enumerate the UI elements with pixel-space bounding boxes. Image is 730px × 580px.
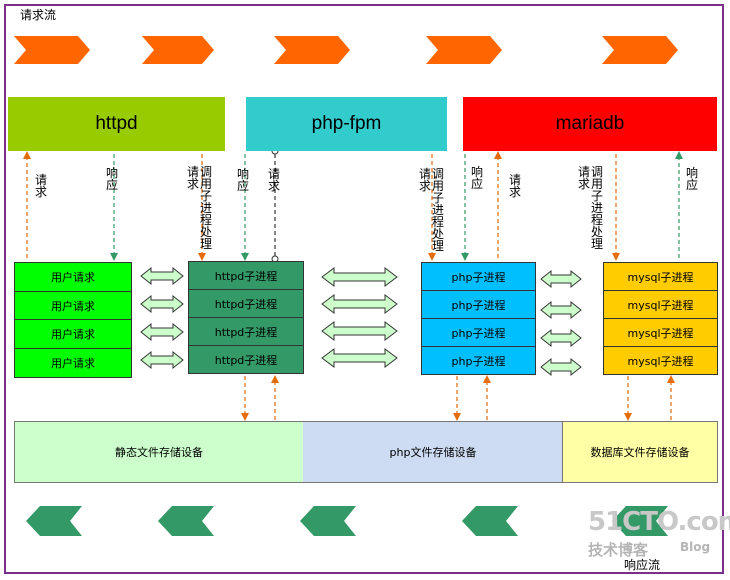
request-chevron <box>274 36 350 64</box>
request-label: 请求 <box>419 167 432 193</box>
php-storage: php文件存储设备 <box>303 421 563 483</box>
arrowhead <box>624 413 632 421</box>
php-child-cell: php子进程 <box>421 262 536 291</box>
arrowhead <box>241 253 249 261</box>
mysql-child-cell: mysql子进程 <box>603 290 718 319</box>
arrowhead <box>612 253 620 261</box>
bidirectional-arrow <box>140 322 184 342</box>
static-storage: 静态文件存储设备 <box>14 421 304 483</box>
call-child-label: 调用子进程处理 <box>432 167 445 253</box>
httpd-child-cell: httpd子进程 <box>188 261 304 290</box>
response-label: 响应 <box>471 165 484 191</box>
arrowhead <box>494 151 502 159</box>
arrowhead <box>23 151 31 159</box>
arrowhead <box>675 151 683 159</box>
arrowhead <box>241 413 249 421</box>
response-chevron <box>158 506 214 536</box>
call-child-label: 调用子进程处理 <box>200 165 213 251</box>
bidirectional-arrow <box>321 294 398 314</box>
httpd-server-box: httpd <box>8 97 225 151</box>
bidirectional-arrow <box>540 357 582 377</box>
response-label: 响应 <box>686 166 699 192</box>
request-label: 请求 <box>187 165 200 191</box>
httpd-child-cell: httpd子进程 <box>188 317 304 346</box>
arrowhead <box>453 413 461 421</box>
request-chevron <box>426 36 502 64</box>
mariadb-server-box: mariadb <box>463 97 717 151</box>
request-flow-label: 请求流 <box>20 8 57 22</box>
php-child-cell: php子进程 <box>421 346 536 375</box>
response-flow-chevrons <box>26 506 668 536</box>
arrowhead <box>271 375 279 383</box>
call-child-label: 调用子进程处理 <box>591 165 604 251</box>
response-flow-label: 响应流 <box>624 558 661 572</box>
bidirectional-arrow <box>321 267 398 287</box>
arrowhead <box>110 253 118 261</box>
request-label: 请求 <box>509 173 522 199</box>
bidirectional-arrow <box>540 300 582 320</box>
request-chevron <box>602 36 678 64</box>
watermark-blog: Blog <box>680 540 711 554</box>
response-chevron <box>300 506 356 536</box>
bidirectional-arrow <box>321 321 398 341</box>
phpfpm-server-box: php-fpm <box>246 97 447 151</box>
arrowhead <box>667 375 675 383</box>
request-flow-chevrons <box>14 36 678 64</box>
bidirectional-arrow <box>140 350 184 370</box>
httpd-child-cell: httpd子进程 <box>188 289 304 318</box>
request-chevron <box>14 36 90 64</box>
request-chevron <box>142 36 214 64</box>
db-storage: 数据库文件存储设备 <box>562 421 718 483</box>
bidirectional-arrow <box>540 269 582 289</box>
arrowhead <box>428 253 436 261</box>
request-label: 请求 <box>35 173 48 199</box>
watermark-blog-cn: 技术博客 <box>588 541 649 559</box>
mysql-child-cell: mysql子进程 <box>603 318 718 347</box>
watermark-site: 51CTO.com <box>588 507 730 537</box>
mysql-child-cell: mysql子进程 <box>603 346 718 375</box>
request-label: 请求 <box>578 165 591 191</box>
bidirectional-arrow <box>321 348 398 368</box>
diagram-border <box>4 4 724 574</box>
bidirectional-arrow <box>140 294 184 314</box>
arrowhead <box>198 253 206 261</box>
response-label: 响应 <box>106 166 119 192</box>
response-label: 响应 <box>237 167 250 193</box>
user-request-cell: 用户请求 <box>14 262 132 292</box>
user-request-cell: 用户请求 <box>14 319 132 349</box>
response-chevron <box>462 506 518 536</box>
php-child-cell: php子进程 <box>421 318 536 347</box>
user-request-cell: 用户请求 <box>14 291 132 320</box>
response-chevron <box>612 506 668 536</box>
response-chevron <box>26 506 82 536</box>
request-label: 请求 <box>268 167 281 193</box>
bidirectional-arrow <box>140 266 184 286</box>
bidirectional-arrow <box>540 328 582 348</box>
php-child-cell: php子进程 <box>421 290 536 319</box>
arrowhead <box>461 253 469 261</box>
arrowhead <box>483 375 491 383</box>
user-request-cell: 用户请求 <box>14 348 132 378</box>
httpd-child-cell: httpd子进程 <box>188 345 304 374</box>
mysql-child-cell: mysql子进程 <box>603 262 718 291</box>
